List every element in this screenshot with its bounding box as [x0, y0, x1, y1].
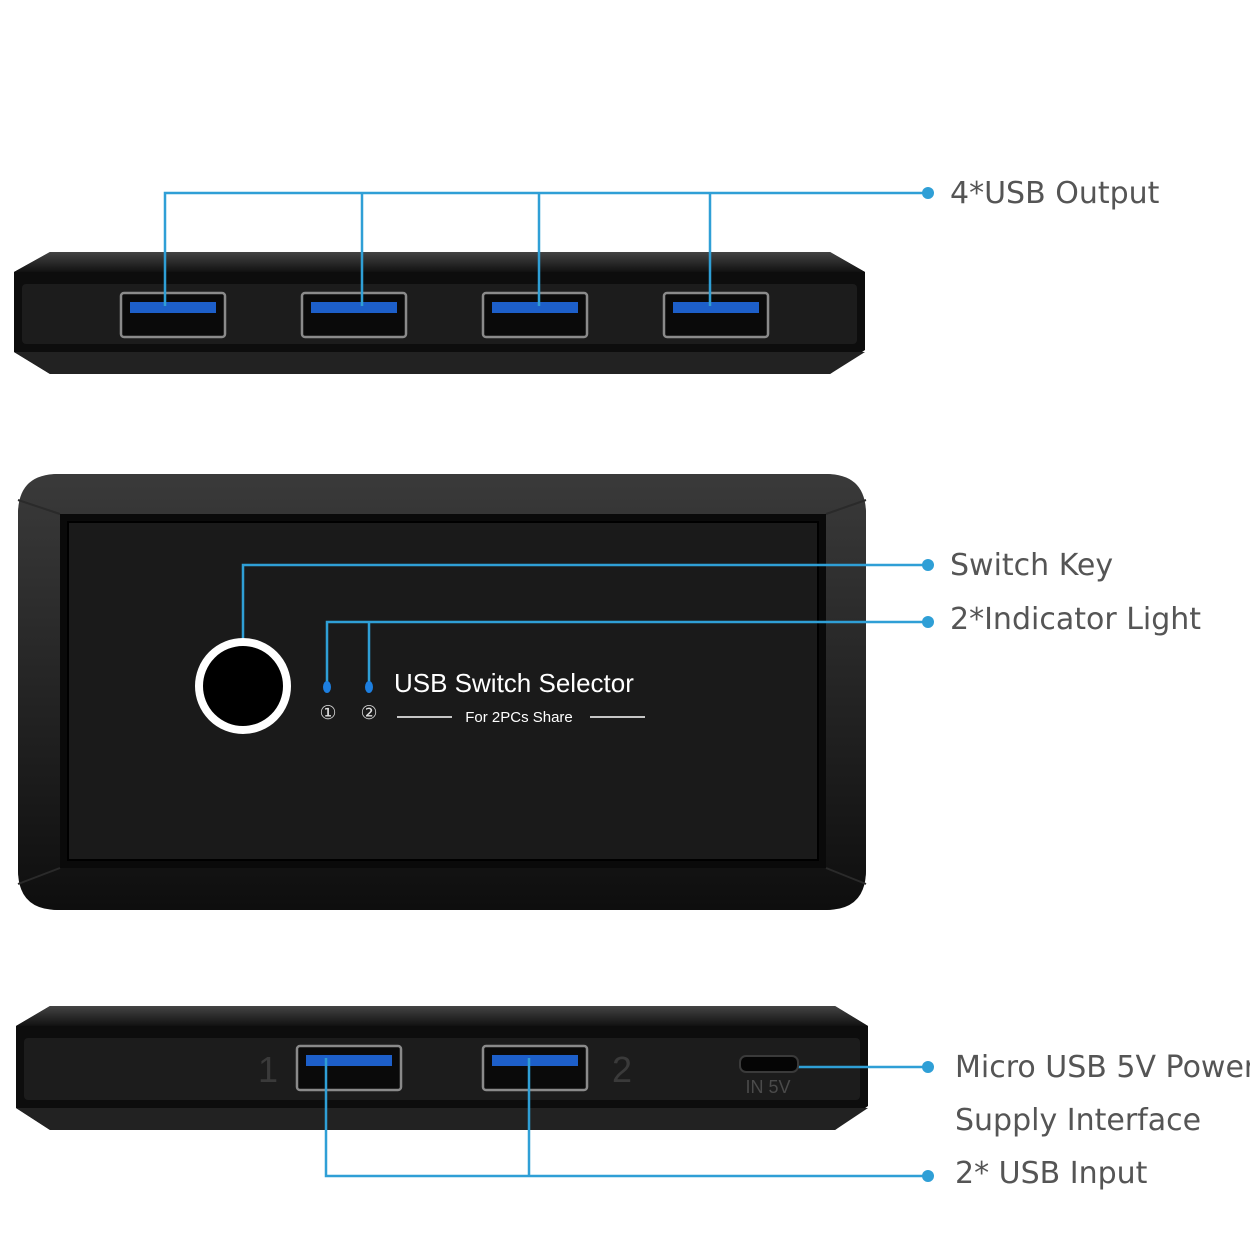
- led-label-2: ②: [360, 702, 377, 724]
- device-title: USB Switch Selector: [394, 668, 634, 698]
- usb-a-port-icon[interactable]: [662, 291, 770, 339]
- indicator-lights: ① ②: [319, 681, 378, 724]
- round-push-button-icon[interactable]: [195, 638, 291, 734]
- micro-usb-port-icon[interactable]: [739, 1055, 799, 1073]
- micro-usb-label: IN 5V: [745, 1077, 790, 1097]
- leader-usb-output: [163, 191, 928, 306]
- usb-a-port-icon[interactable]: [295, 1044, 403, 1092]
- led-dot-icon: [323, 681, 331, 693]
- micro-usb-port[interactable]: IN 5V: [739, 1055, 799, 1097]
- usb-output-port-2[interactable]: [300, 291, 408, 339]
- leader-indicator-light: [325, 620, 928, 683]
- callout-usb-output: 4*USB Output: [950, 176, 1160, 211]
- usb-a-port-icon[interactable]: [481, 291, 589, 339]
- usb-a-port-icon[interactable]: [300, 291, 408, 339]
- middle-device-top-view: [17, 474, 867, 910]
- leader-dot-micro-usb: [922, 1061, 934, 1073]
- top-device-side-view: [14, 252, 865, 374]
- usb-port-tongue: [306, 1055, 392, 1066]
- usb-a-port-icon[interactable]: [481, 1044, 589, 1092]
- input-port-label-2: 2: [612, 1049, 632, 1090]
- callout-switch-key: Switch Key: [950, 548, 1113, 583]
- usb-input-port-2[interactable]: [481, 1044, 589, 1092]
- usb-port-tongue: [311, 302, 397, 313]
- callout-indicator-light: 2*Indicator Light: [950, 602, 1201, 637]
- switch-key[interactable]: [195, 638, 291, 734]
- usb-port-tongue: [492, 302, 578, 313]
- input-port-label-1: 1: [258, 1049, 278, 1090]
- usb-port-tongue: [130, 302, 216, 313]
- callout-micro-usb-line2: Supply Interface: [955, 1103, 1201, 1138]
- led-label-1: ①: [319, 702, 336, 724]
- leader-dot-indicator-light: [922, 616, 934, 628]
- usb-a-port-icon[interactable]: [119, 291, 227, 339]
- device-subtitle: For 2PCs Share: [465, 709, 573, 726]
- callout-micro-usb-line1: Micro USB 5V Power: [955, 1050, 1250, 1085]
- usb-output-port-4[interactable]: [662, 291, 770, 339]
- usb-port-tongue: [492, 1055, 578, 1066]
- leader-usb-input: [324, 1058, 928, 1178]
- callout-usb-input: 2* USB Input: [955, 1156, 1148, 1191]
- bottom-device-side-view: [16, 1006, 868, 1130]
- usb-input-port-1[interactable]: [295, 1044, 403, 1092]
- usb-output-port-3[interactable]: [481, 291, 589, 339]
- leader-dot-usb-input: [922, 1170, 934, 1182]
- usb-port-tongue: [673, 302, 759, 313]
- leader-dot-switch-key: [922, 559, 934, 571]
- led-dot-icon: [365, 681, 373, 693]
- usb-output-port-1[interactable]: [119, 291, 227, 339]
- leader-dot-usb-output: [922, 187, 934, 199]
